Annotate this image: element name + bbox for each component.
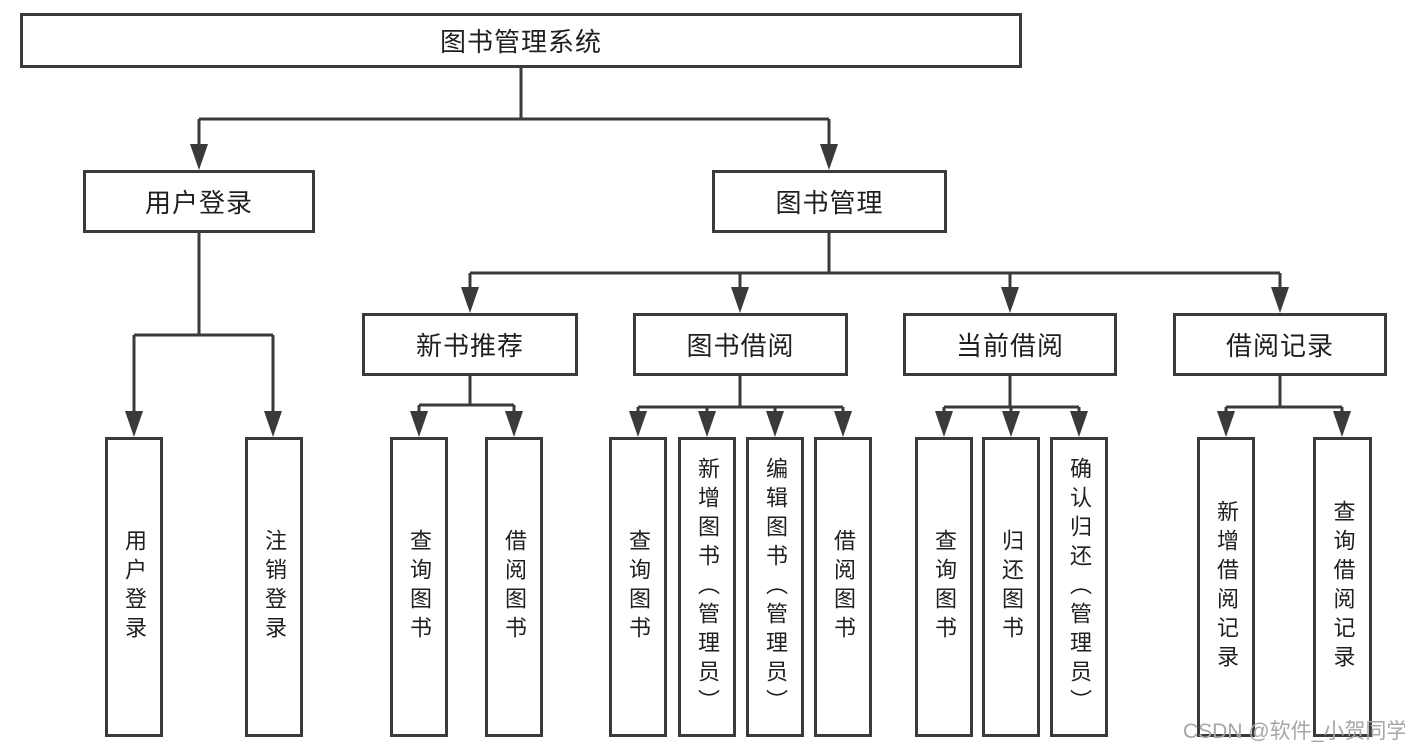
arrow-to-book-manage bbox=[820, 144, 838, 170]
csdn-watermark: CSDN @软件_小贺同学 bbox=[1183, 720, 1405, 743]
leaf-add-borrow-record: 新增借阅记录 bbox=[1197, 437, 1255, 737]
book-borrow-connector bbox=[629, 376, 852, 437]
arrow-to-book-borrow bbox=[731, 287, 749, 313]
leaf-query-book-3: 查询图书 bbox=[915, 437, 973, 737]
book-manage-connector bbox=[461, 233, 1289, 313]
leaf-add-book-admin: 新增图书（管理员） bbox=[678, 437, 736, 737]
node-book-manage: 图书管理 bbox=[712, 170, 947, 233]
leaf-user-login: 用户登录 bbox=[105, 437, 163, 737]
current-borrow-connector bbox=[935, 376, 1088, 437]
new-book-connector bbox=[410, 376, 523, 437]
leaf-query-book-2: 查询图书 bbox=[609, 437, 667, 737]
leaf-logout: 注销登录 bbox=[245, 437, 303, 737]
arrow-to-borrow-records bbox=[1271, 287, 1289, 313]
leaf-query-borrow-record: 查询借阅记录 bbox=[1313, 437, 1372, 737]
node-root-system: 图书管理系统 bbox=[20, 13, 1022, 68]
arrow-to-leaf-logout bbox=[264, 411, 282, 437]
node-new-book: 新书推荐 bbox=[362, 313, 578, 376]
arrow-to-new-book bbox=[461, 287, 479, 313]
arrow-to-leaf-user-login bbox=[125, 411, 143, 437]
node-book-borrow: 图书借阅 bbox=[633, 313, 848, 376]
node-current-borrow: 当前借阅 bbox=[903, 313, 1117, 376]
leaf-query-book-1: 查询图书 bbox=[390, 437, 448, 737]
leaf-confirm-return-admin: 确认归还（管理员） bbox=[1050, 437, 1108, 737]
arrow-to-user-login bbox=[190, 144, 208, 170]
root-connector bbox=[190, 68, 838, 170]
leaf-borrow-book-1: 借阅图书 bbox=[485, 437, 543, 737]
leaf-borrow-book-2: 借阅图书 bbox=[814, 437, 872, 737]
leaf-edit-book-admin: 编辑图书（管理员） bbox=[746, 437, 804, 737]
borrow-records-connector bbox=[1217, 376, 1351, 437]
node-user-login: 用户登录 bbox=[83, 170, 315, 233]
node-borrow-records: 借阅记录 bbox=[1173, 313, 1387, 376]
arrow-to-current-borrow bbox=[1001, 287, 1019, 313]
user-login-connector bbox=[125, 233, 282, 437]
leaf-return-book: 归还图书 bbox=[982, 437, 1040, 737]
